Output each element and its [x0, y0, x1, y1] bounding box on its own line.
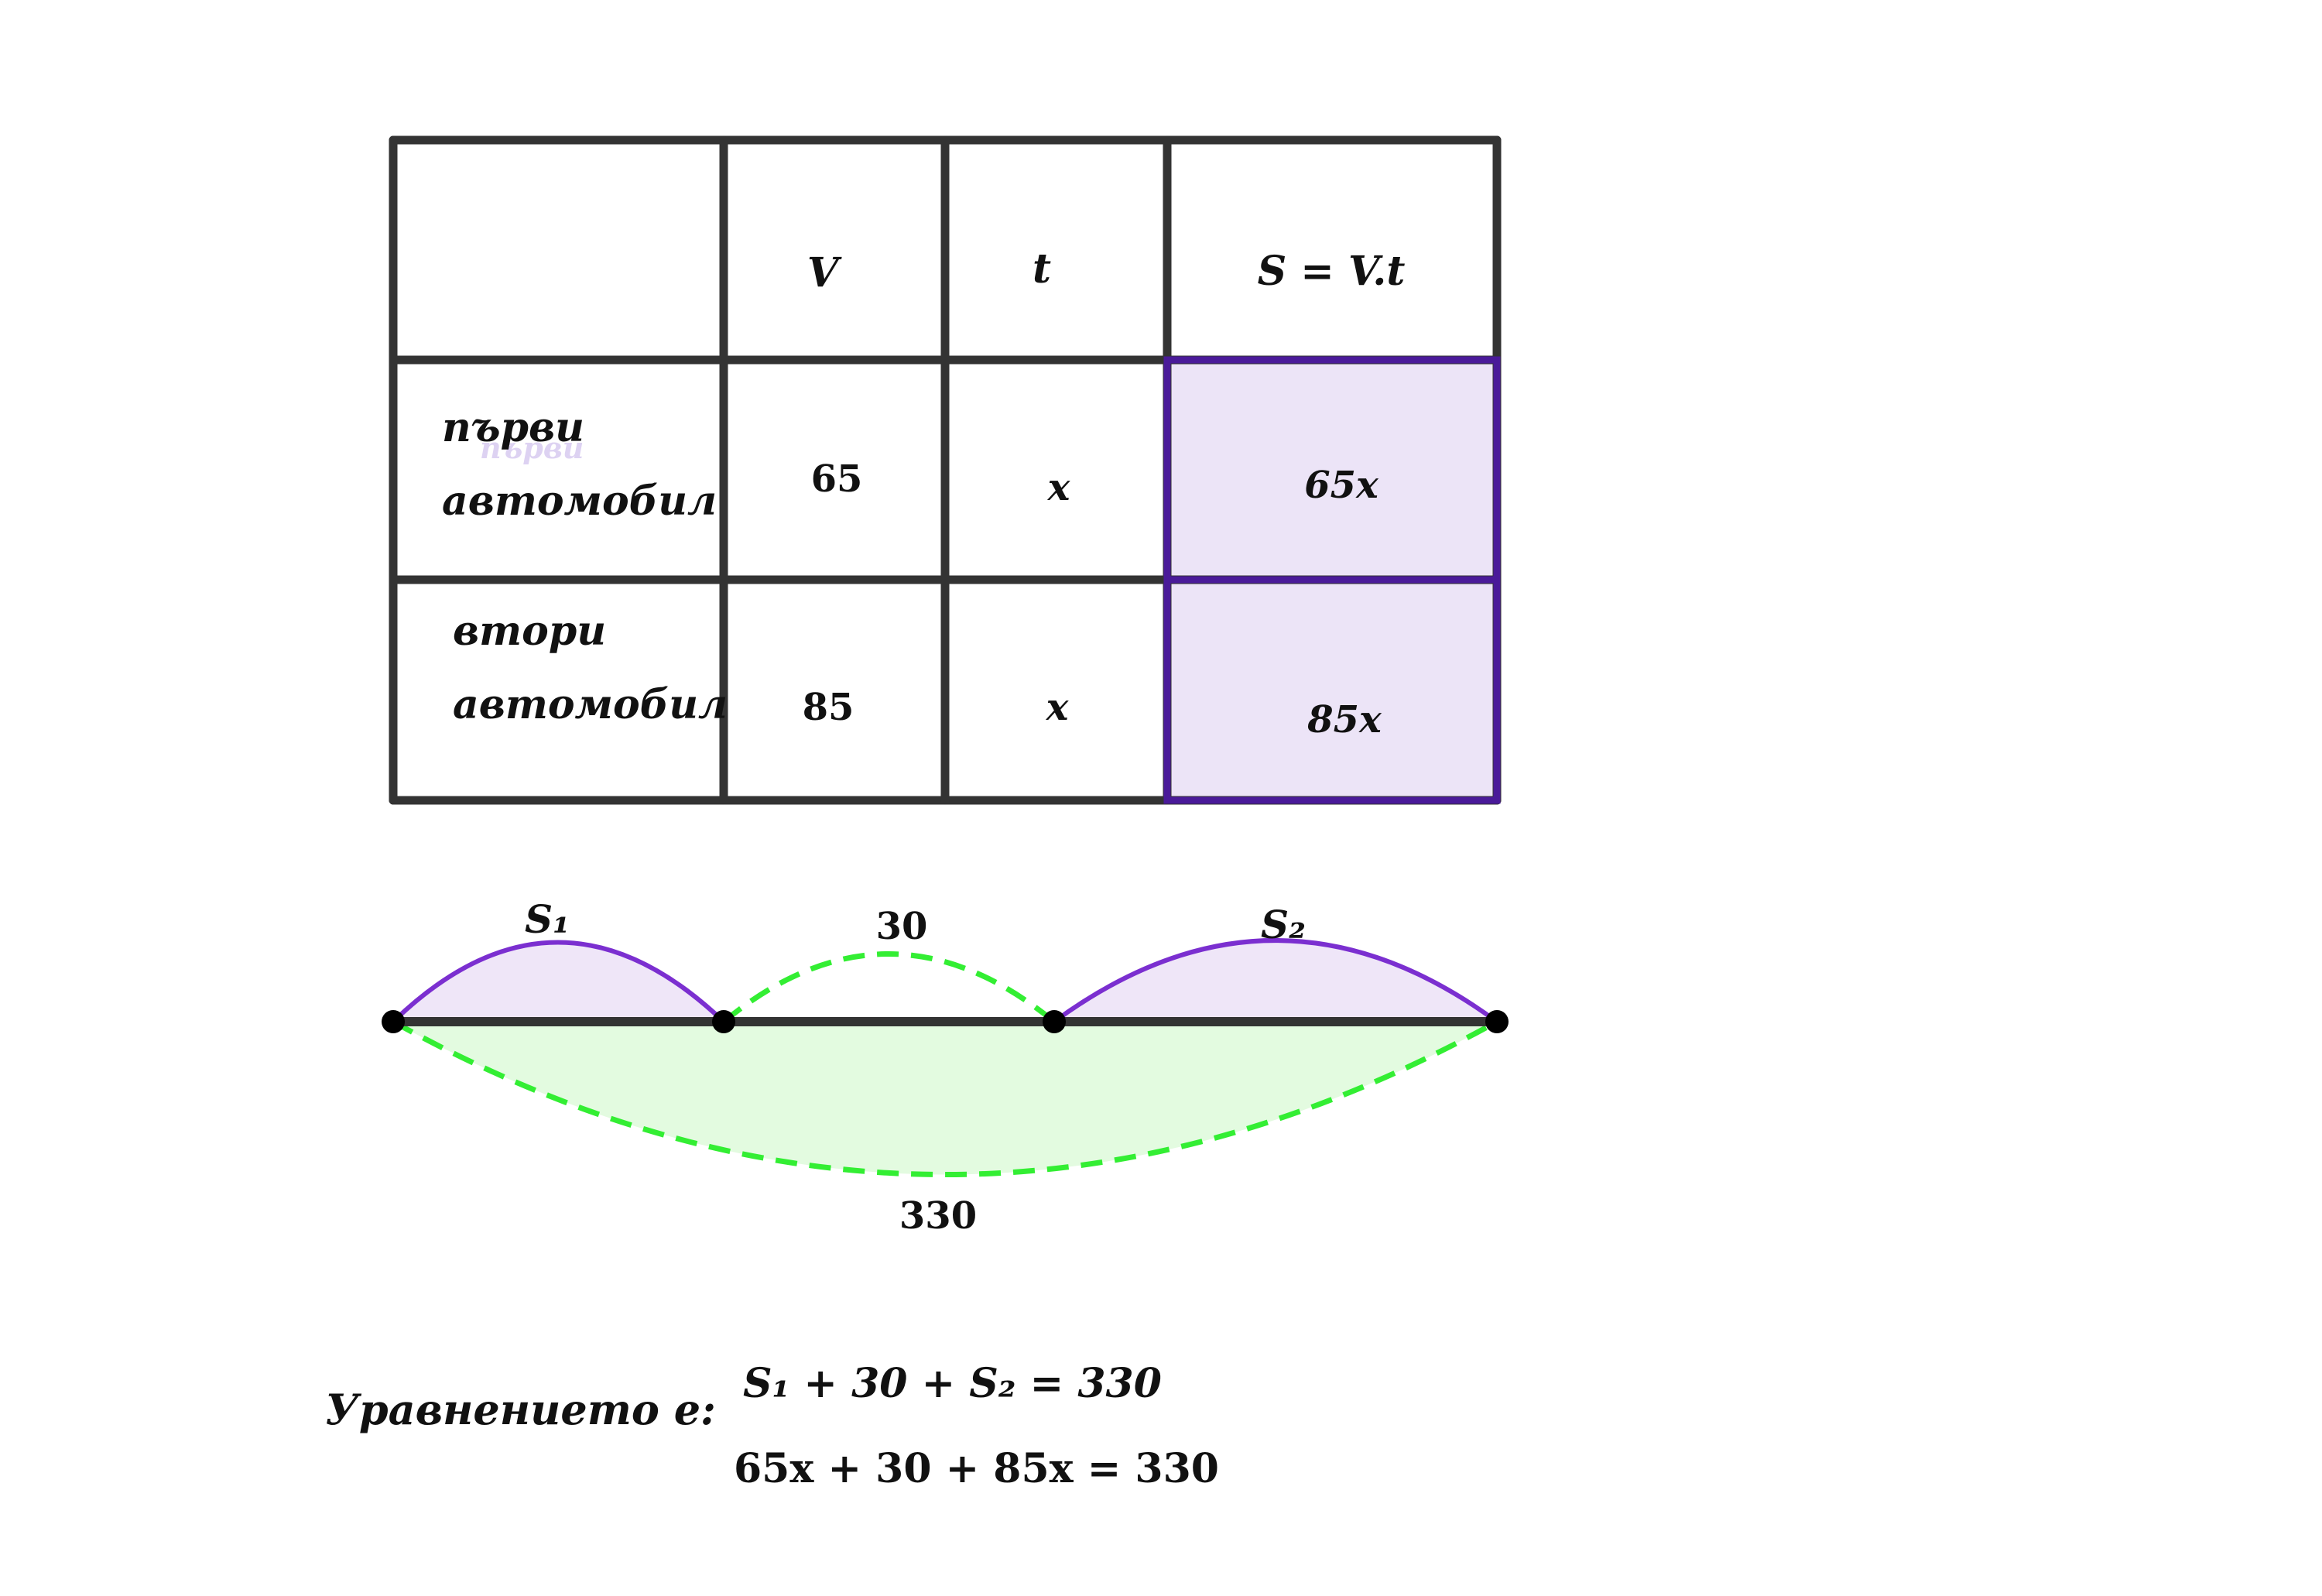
row1-label-line2: автомобил — [442, 478, 717, 525]
row2-distance: 85x — [1307, 698, 1382, 741]
point-s1-end — [712, 1010, 735, 1033]
total-label: 330 — [899, 1194, 977, 1238]
highlight-cell-s-row1 — [1167, 360, 1497, 580]
row1-label-line1: първи — [442, 404, 584, 451]
gap-label: 30 — [876, 905, 928, 948]
highlight-cell-s-row2 — [1167, 580, 1497, 800]
row2-time: x — [1046, 686, 1070, 729]
gap-arc — [721, 951, 1057, 1024]
header-velocity: V — [807, 249, 842, 296]
point-start — [382, 1010, 405, 1033]
faint-overlay-text: първи — [480, 430, 584, 465]
equation-line1: S₁ + 30 + S₂ = 330 — [743, 1360, 1162, 1407]
highlight-border-row2 — [1163, 576, 1501, 804]
row1-time: x — [1047, 466, 1071, 509]
s1-arc — [391, 940, 726, 1024]
segment-diagram: S₁ 30 S₂ 330 — [382, 896, 1509, 1238]
row2-velocity: 85 — [803, 686, 854, 729]
equation-block: Уравнението е: S₁ + 30 + S₂ = 330 65x + … — [325, 1360, 1219, 1492]
equation-line2: 65x + 30 + 85x = 330 — [734, 1445, 1219, 1492]
row2-label-line1: втори — [453, 608, 606, 655]
point-end — [1485, 1010, 1509, 1033]
row2-label-line2: автомобил — [453, 681, 728, 728]
equation-caption: Уравнението е: — [325, 1385, 716, 1434]
header-time: t — [1033, 245, 1051, 293]
total-arc — [392, 1019, 1498, 1177]
row1-velocity: 65 — [811, 457, 863, 501]
s2-arc — [1053, 938, 1498, 1024]
s1-label: S₁ — [525, 896, 570, 942]
point-s2-start — [1043, 1010, 1066, 1033]
s2-label: S₂ — [1261, 902, 1306, 947]
table-grid — [389, 135, 1502, 805]
distance-table: V t S = V.t първи първи автомобил 65 x 6… — [389, 135, 1502, 805]
row1-distance: 65x — [1304, 464, 1379, 507]
header-distance-formula: S = V.t — [1258, 248, 1406, 295]
